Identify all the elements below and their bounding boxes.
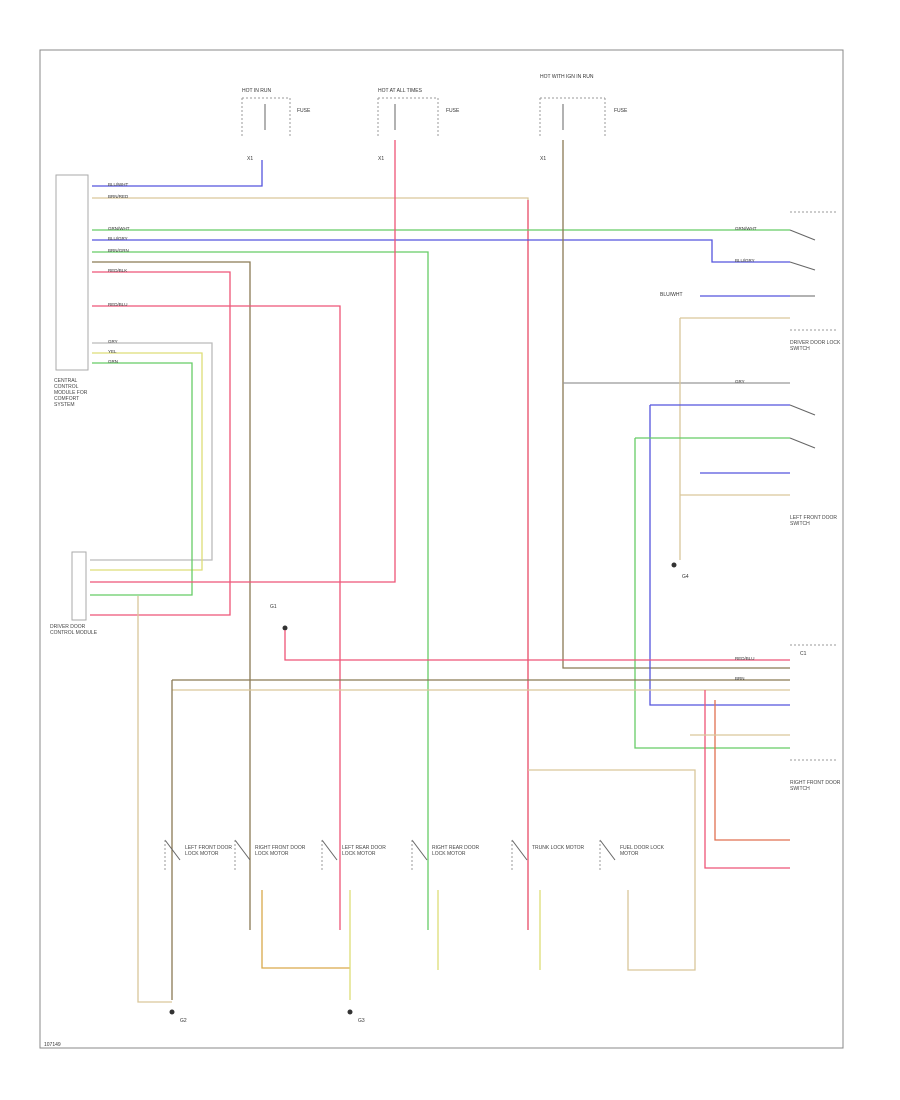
fuse-block-b: HOT AT ALL TIMES FUSE X1	[377, 88, 460, 162]
ground-mid-label: G3	[358, 1018, 365, 1024]
left-door-switch-label: LEFT FRONT DOOR SWITCH	[790, 515, 838, 527]
wires-main	[90, 160, 790, 930]
bottom-switch-4: RIGHT REAR DOOR LOCK MOTOR	[411, 839, 480, 870]
fuse-c-pin: X1	[540, 156, 546, 162]
bottom-switch-3: LEFT REAR DOOR LOCK MOTOR	[321, 839, 386, 870]
bottom-switch-1: LEFT FRONT DOOR LOCK MOTOR	[164, 839, 233, 870]
ground-left: G2	[169, 1009, 187, 1024]
wire-brown	[92, 261, 251, 930]
footer-code: 107149	[44, 1042, 61, 1048]
wire-label-9: YEL	[108, 349, 117, 354]
wire-brn-red	[92, 197, 529, 930]
wire-blu-wht	[92, 160, 263, 187]
fuse-a-title: HOT IN RUN	[242, 88, 271, 94]
bottom-switch-2: RIGHT FRONT DOOR LOCK MOTOR	[234, 839, 306, 870]
wire-brn-grn	[92, 251, 429, 930]
ground-left-label: G2	[180, 1018, 187, 1024]
wires-fuse	[90, 140, 790, 669]
ground-top: G1	[270, 604, 790, 661]
connector-c-label: C1	[800, 651, 807, 657]
ground-mid: G3	[347, 1009, 365, 1024]
switch-4-label: RIGHT REAR DOOR LOCK MOTOR	[432, 845, 480, 857]
bottom-switch-5: TRUNK LOCK MOTOR	[511, 839, 585, 870]
sub-control-module: DRIVER DOOR CONTROL MODULE	[50, 551, 98, 636]
wire-blu-gry	[92, 239, 790, 263]
wire-red-blu	[92, 305, 341, 930]
bottom-switch-row: LEFT FRONT DOOR LOCK MOTOR RIGHT FRONT D…	[164, 839, 664, 870]
right-switch-module: BLU/WHT DRIVER DOOR LOCK SWITCH	[660, 211, 841, 560]
wire-label-r3: GRN/WHT	[735, 226, 757, 231]
wire-tan-right	[528, 769, 696, 971]
wire-tan-left	[261, 890, 350, 969]
wire-gry	[90, 342, 213, 561]
wire-label-6: RED/BLK	[108, 268, 127, 273]
sub-module-label: DRIVER DOOR CONTROL MODULE	[50, 624, 98, 636]
wire-grn	[90, 362, 193, 596]
fuse-c-name: FUSE	[614, 108, 628, 114]
wire-label-10: GRN	[108, 359, 118, 364]
wire-label-r6: RED/BLU	[735, 656, 755, 661]
fuse-block-c: HOT WITH IGN IN RUN FUSE X1	[539, 74, 628, 162]
wire-fuse-b-red	[90, 140, 396, 583]
ground-right-label: G4	[682, 574, 689, 580]
wire-label-7: RED/BLU	[108, 302, 128, 307]
wire-label-3: GRN/WHT	[108, 226, 130, 231]
switch-2-label: RIGHT FRONT DOOR LOCK MOTOR	[255, 845, 306, 857]
left-door-switch: LEFT FRONT DOOR SWITCH	[634, 404, 838, 749]
fuse-b-title: HOT AT ALL TIMES	[378, 88, 423, 94]
fuse-a-pin: X1	[247, 156, 253, 162]
wires-bottom	[137, 596, 696, 1003]
switch-5-label: TRUNK LOCK MOTOR	[532, 845, 585, 851]
wire-label-8: GRY	[108, 339, 118, 344]
fuse-c-title: HOT WITH IGN IN RUN	[540, 74, 594, 80]
wire-label-4: BLU/GRY	[108, 236, 128, 241]
wire-label-5: BRN/GRN	[108, 248, 129, 253]
fuse-block-a: HOT IN RUN FUSE X1	[241, 88, 311, 162]
switch-6-label: FUEL DOOR LOCK MOTOR	[620, 845, 664, 857]
wire-fuse-c-brown	[562, 140, 790, 669]
connector-c: C1	[171, 644, 836, 1000]
main-control-module: CENTRAL CONTROL MODULE FOR COMFORT SYSTE…	[54, 174, 89, 408]
wire-labels: BLU/WHT BRN/RED GRN/WHT BLU/GRY BRN/GRN …	[108, 182, 757, 681]
diagram-frame	[39, 49, 844, 1049]
fuse-b-name: FUSE	[446, 108, 460, 114]
wire-yel-left	[137, 596, 172, 1003]
wire-label-2: BRN/RED	[108, 194, 129, 199]
bottom-switch-6: FUEL DOOR LOCK MOTOR	[599, 839, 664, 870]
wire-label-1: BLU/WHT	[108, 182, 129, 187]
right-switch-module-label: DRIVER DOOR LOCK SWITCH	[790, 340, 841, 352]
wire-label-r4: BLU/GRY	[735, 258, 755, 263]
switch-3-label: LEFT REAR DOOR LOCK MOTOR	[342, 845, 386, 857]
ground-top-label: G1	[270, 604, 277, 610]
wire-label-r5: GRY	[735, 379, 745, 384]
wire-label-r7: BRN	[735, 676, 745, 681]
fuse-a-name: FUSE	[297, 108, 311, 114]
ground-right: G4	[671, 562, 689, 580]
main-module-label: CENTRAL CONTROL MODULE FOR COMFORT SYSTE…	[54, 378, 88, 408]
right-door-switch-label: RIGHT FRONT DOOR SWITCH	[790, 780, 841, 792]
wire-label-right-1: BLU/WHT	[660, 292, 683, 298]
wire-red-blk	[90, 271, 231, 616]
switch-1-label: LEFT FRONT DOOR LOCK MOTOR	[185, 845, 233, 857]
right-door-switch: RIGHT FRONT DOOR SWITCH	[690, 690, 841, 869]
fuse-b-pin: X1	[378, 156, 384, 162]
wire-yel	[90, 352, 203, 571]
